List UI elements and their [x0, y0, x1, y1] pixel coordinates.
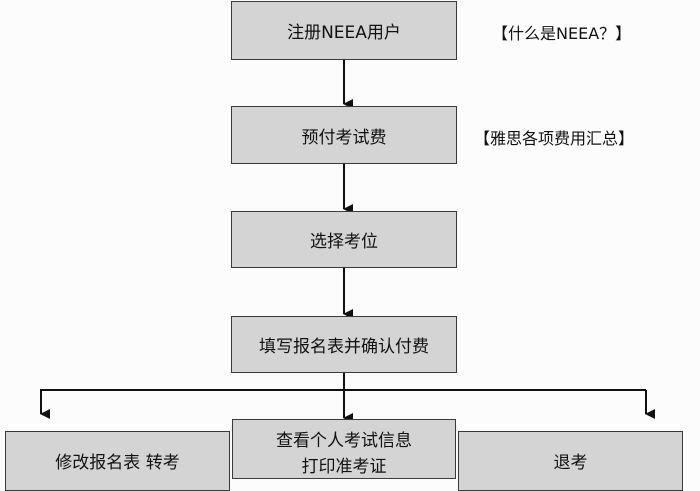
outcome-modify-label: 修改报名表 转考 [55, 453, 180, 473]
link-what-is-neea[interactable]: 【什么是NEEA？】 [492, 24, 632, 43]
outcome-withdraw: 退考 [458, 431, 683, 491]
outcome-view-info-line2: 打印准考证 [301, 457, 387, 477]
link-ielts-fees[interactable]: 【雅思各项费用汇总】 [474, 129, 635, 148]
step-register: 注册NEEA用户 [231, 1, 457, 60]
step-prepay: 预付考试费 [231, 106, 457, 164]
step-select-seat: 选择考位 [231, 211, 457, 268]
outcome-view-info: 查看个人考试信息 打印准考证 [232, 419, 456, 479]
step-register-label: 注册NEEA用户 [287, 23, 401, 43]
step-select-seat-label: 选择考位 [310, 232, 378, 252]
outcome-modify: 修改报名表 转考 [5, 431, 230, 491]
connector-lines [40, 60, 655, 423]
outcome-view-info-line1: 查看个人考试信息 [276, 431, 412, 451]
step-fill-form: 填写报名表并确认付费 [231, 316, 457, 373]
flowchart: 注册NEEA用户 【什么是NEEA？】 预付考试费 【雅思各项费用汇总】 选择考… [5, 1, 683, 491]
step-prepay-label: 预付考试费 [301, 127, 387, 148]
outcome-withdraw-label: 退考 [553, 453, 588, 473]
step-fill-form-label: 填写报名表并确认付费 [259, 337, 429, 357]
